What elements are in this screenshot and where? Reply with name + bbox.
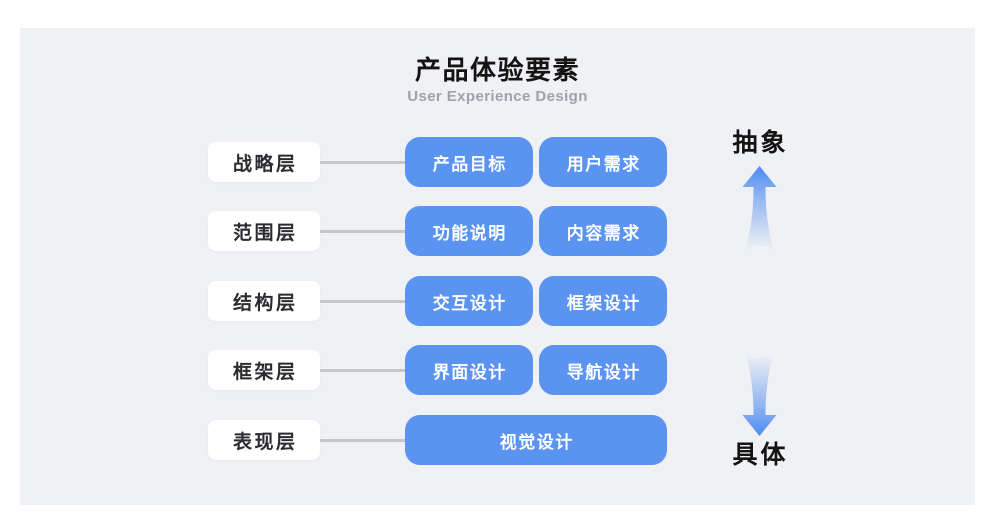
arrow-down-icon (742, 356, 776, 436)
layer-label-surface: 表现层 (208, 420, 320, 460)
diagram-panel: 产品体验要素 User Experience Design 战略层 产品目标 用… (20, 28, 975, 505)
element-box-interface-design: 界面设计 (405, 345, 533, 395)
layer-row-strategy: 战略层 产品目标 用户需求 (208, 137, 667, 187)
element-boxes: 界面设计 导航设计 (405, 345, 667, 395)
element-box-product-goals: 产品目标 (405, 137, 533, 187)
layer-label-skeleton: 框架层 (208, 350, 320, 390)
arrow-up-icon (742, 166, 776, 250)
connector-line (320, 160, 405, 164)
element-box-content-requirements: 内容需求 (539, 206, 667, 256)
layer-row-structure: 结构层 交互设计 框架设计 (208, 276, 667, 326)
element-boxes: 功能说明 内容需求 (405, 206, 667, 256)
element-box-visual-design: 视觉设计 (405, 415, 667, 465)
element-boxes: 产品目标 用户需求 (405, 137, 667, 187)
layer-label-strategy: 战略层 (208, 142, 320, 182)
element-boxes: 交互设计 框架设计 (405, 276, 667, 326)
element-box-user-needs: 用户需求 (539, 137, 667, 187)
axis-label-abstract: 抽象 (732, 129, 789, 157)
element-box-interaction-design: 交互设计 (405, 276, 533, 326)
connector-line (320, 299, 405, 303)
diagram-header: 产品体验要素 User Experience Design (20, 55, 975, 106)
page-title: 产品体验要素 (414, 55, 580, 85)
layer-label-scope: 范围层 (208, 211, 320, 251)
layer-row-skeleton: 框架层 界面设计 导航设计 (208, 345, 667, 395)
layer-label-structure: 结构层 (208, 281, 320, 321)
element-box-navigation-design: 导航设计 (539, 345, 667, 395)
element-box-functional-specs: 功能说明 (405, 206, 533, 256)
abstraction-axis: 抽象 (709, 28, 809, 505)
page-subtitle: User Experience Design (407, 88, 588, 105)
layer-row-scope: 范围层 功能说明 内容需求 (208, 206, 667, 256)
connector-line (320, 438, 405, 442)
layer-row-surface: 表现层 视觉设计 (208, 415, 667, 465)
connector-line (320, 229, 405, 233)
connector-line (320, 368, 405, 372)
axis-label-concrete: 具体 (732, 441, 789, 469)
element-boxes: 视觉设计 (405, 415, 667, 465)
element-box-information-architecture: 框架设计 (539, 276, 667, 326)
